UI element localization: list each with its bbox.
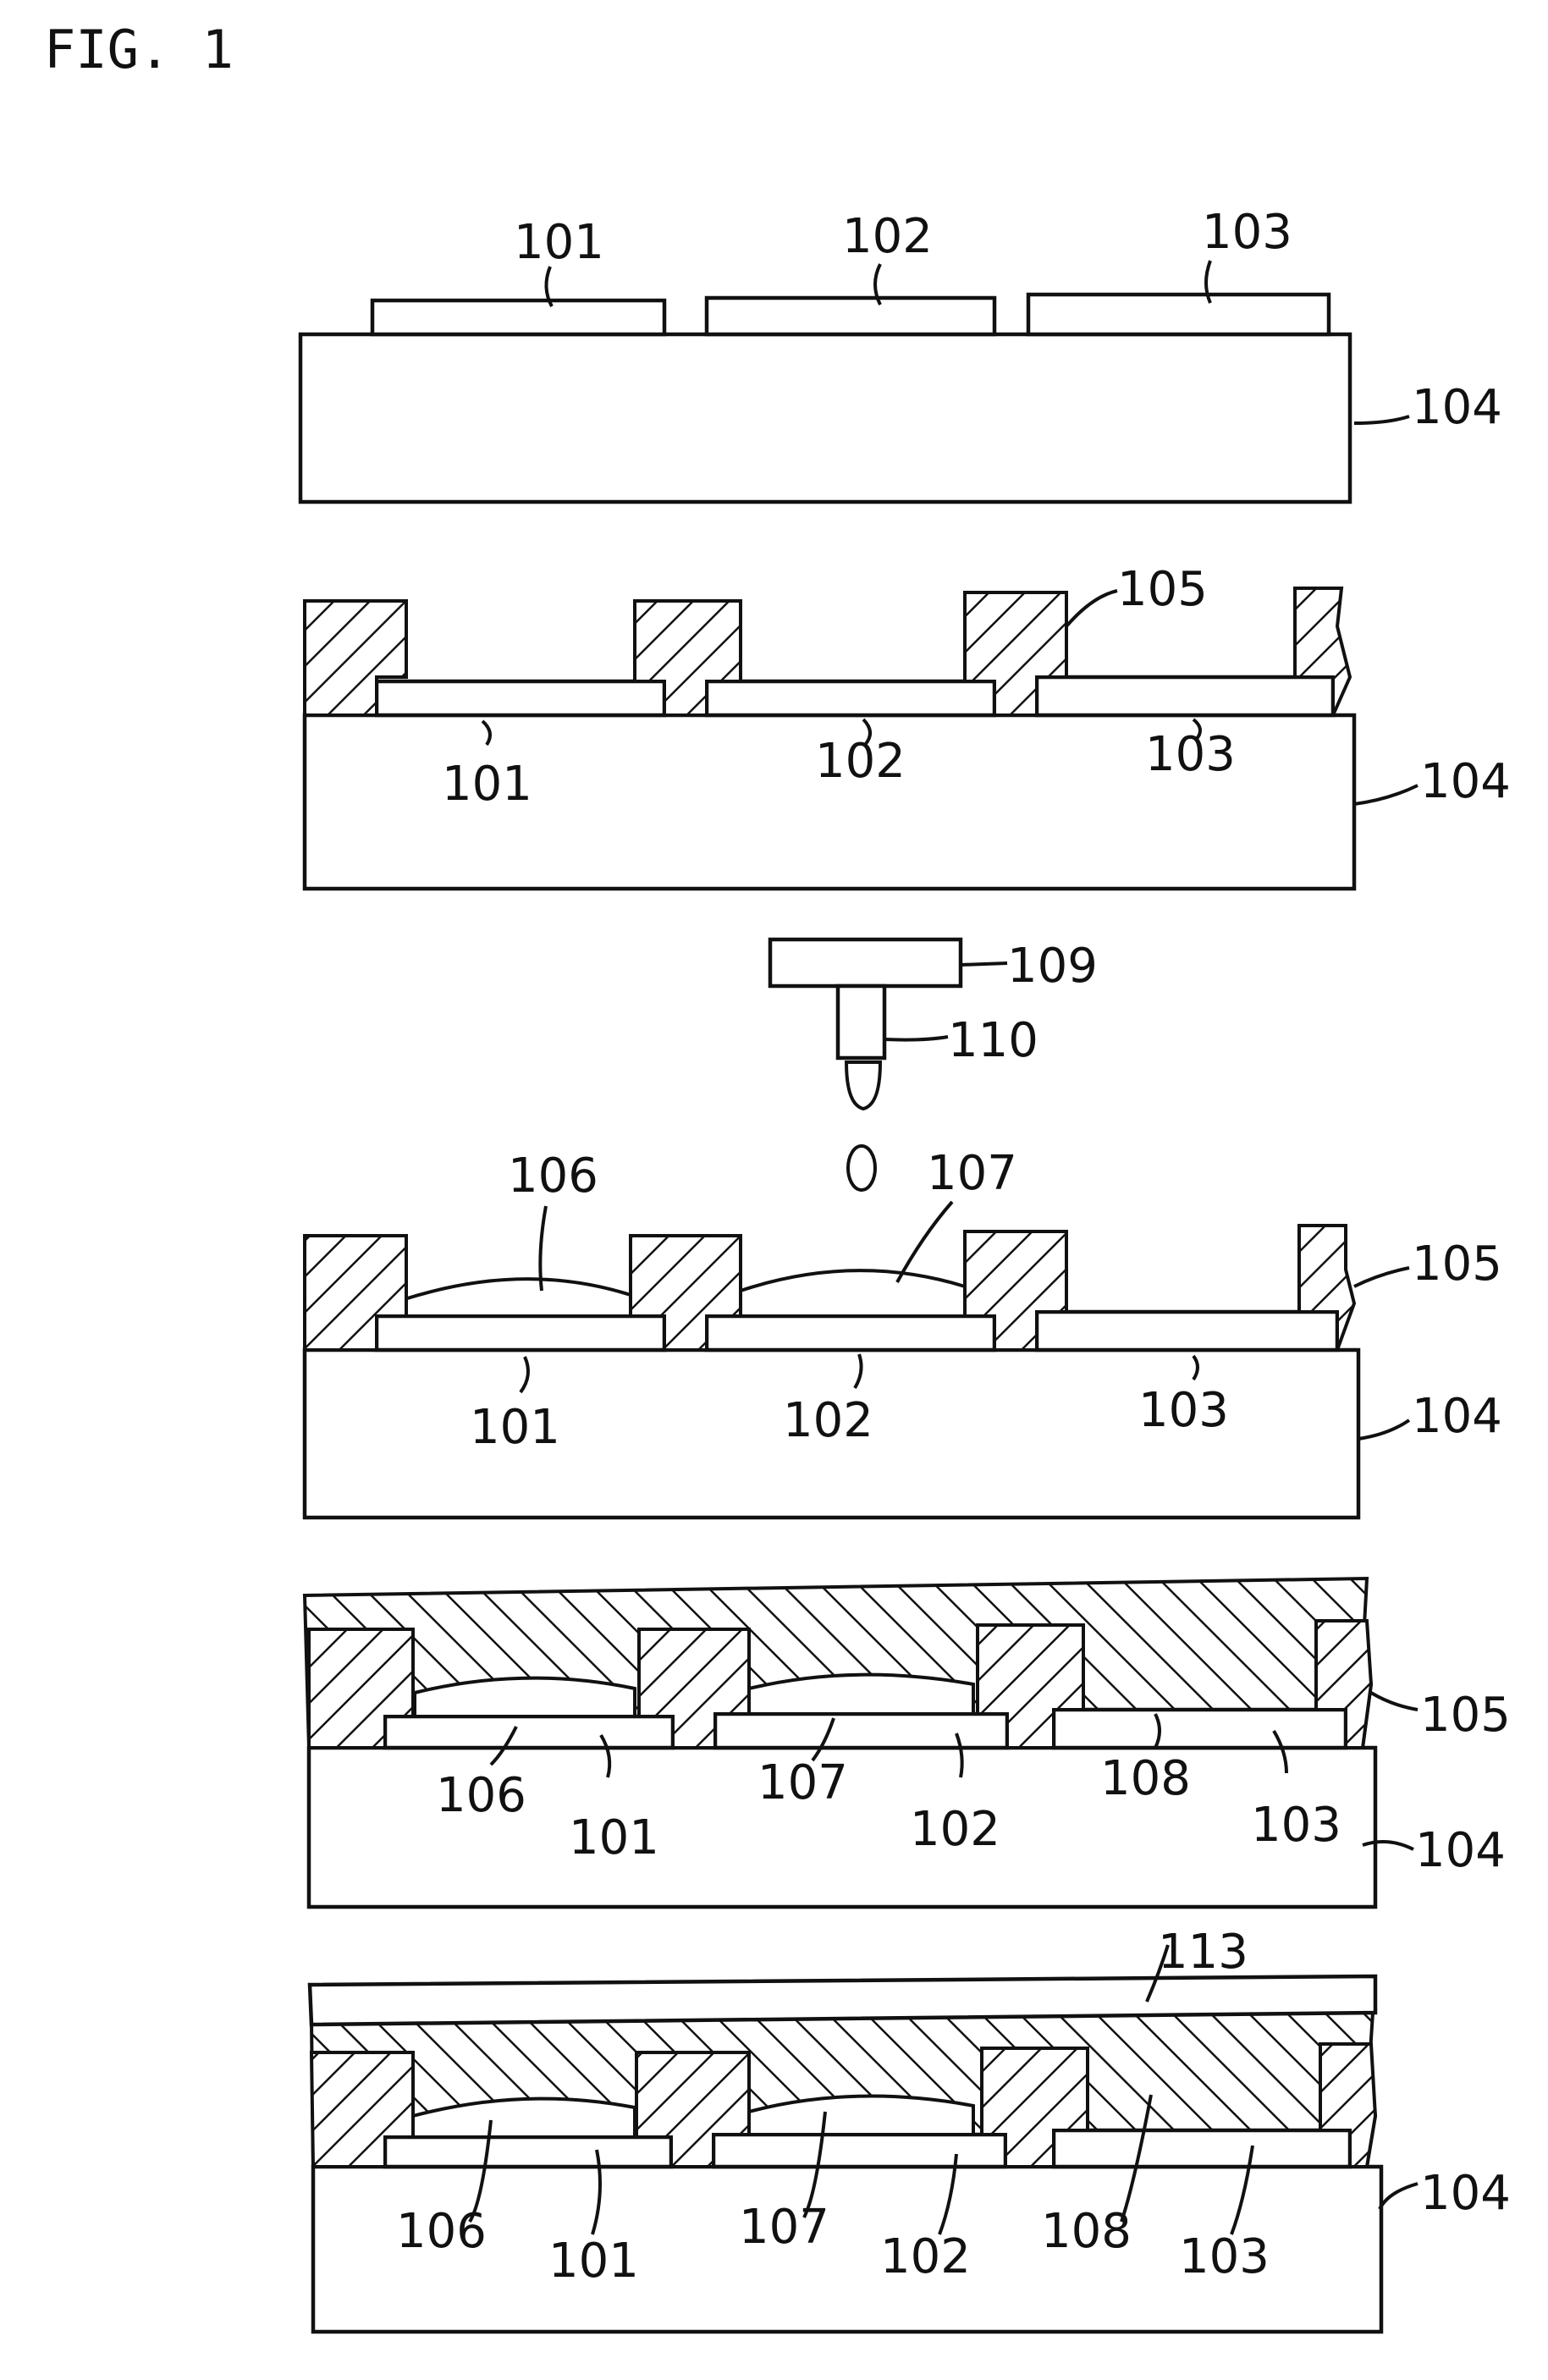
label-110: 110 — [948, 1013, 1038, 1068]
panel-3: 109 110 106 107 105 101 102 103 104 — [305, 939, 1502, 1518]
electrode-103 — [1037, 677, 1333, 715]
label-104: 104 — [1412, 380, 1502, 435]
label-105: 105 — [1117, 562, 1208, 617]
label-101: 101 — [442, 757, 532, 812]
label-103: 103 — [1179, 2229, 1270, 2284]
panel-2: 105 101 102 103 104 — [305, 562, 1511, 889]
electrode-102 — [707, 298, 994, 334]
label-105: 105 — [1420, 1688, 1511, 1743]
label-103: 103 — [1202, 205, 1292, 260]
panel-5: 113 104 106 101 107 102 108 103 — [310, 1925, 1511, 2332]
label-101: 101 — [470, 1400, 560, 1455]
emissive-layer-107 — [749, 1675, 973, 1714]
substrate-104 — [300, 334, 1350, 502]
label-103: 103 — [1138, 1383, 1229, 1438]
label-103: 103 — [1251, 1798, 1341, 1853]
electrode-103 — [1054, 1710, 1346, 1748]
label-104: 104 — [1420, 2166, 1511, 2221]
label-103: 103 — [1145, 727, 1236, 782]
electrode-103 — [1054, 2130, 1350, 2167]
label-106: 106 — [396, 2204, 487, 2259]
label-109: 109 — [1007, 939, 1098, 994]
panel-4: 105 106 101 107 102 108 103 104 — [305, 1578, 1511, 1907]
electrode-101 — [385, 1716, 673, 1748]
label-107: 107 — [739, 2200, 829, 2255]
nozzle-110 — [838, 986, 884, 1058]
label-101: 101 — [569, 1810, 659, 1865]
electrode-102 — [707, 681, 994, 715]
electrode-102 — [707, 1316, 994, 1350]
label-102: 102 — [880, 2229, 971, 2284]
label-106: 106 — [508, 1149, 598, 1204]
label-102: 102 — [815, 734, 906, 789]
droplet — [848, 1146, 875, 1190]
electrode-101 — [385, 2137, 671, 2167]
label-104: 104 — [1420, 754, 1511, 809]
label-107: 107 — [927, 1146, 1017, 1201]
label-105: 105 — [1412, 1237, 1502, 1292]
droplet — [846, 1062, 880, 1109]
electrode-103 — [1028, 295, 1329, 334]
label-106: 106 — [436, 1768, 526, 1823]
electrode-101 — [377, 681, 664, 715]
inkjet-head-109 — [770, 939, 961, 986]
label-113: 113 — [1158, 1925, 1248, 1980]
label-107: 107 — [757, 1755, 848, 1810]
electrode-101 — [372, 300, 664, 334]
electrode-102 — [715, 1714, 1007, 1748]
figure-title: FIG. 1 — [44, 19, 234, 80]
panel-1: 101 102 103 104 — [300, 205, 1502, 502]
emissive-layer-106 — [405, 1279, 631, 1316]
electrode-103 — [1037, 1312, 1337, 1350]
electrode-102 — [713, 2135, 1005, 2167]
label-102: 102 — [783, 1393, 873, 1448]
label-101: 101 — [514, 215, 604, 270]
label-108: 108 — [1100, 1751, 1191, 1806]
emissive-layer-107 — [741, 1270, 965, 1316]
label-101: 101 — [548, 2234, 639, 2289]
label-102: 102 — [842, 209, 933, 264]
label-104: 104 — [1415, 1823, 1506, 1878]
label-108: 108 — [1041, 2204, 1132, 2259]
electrode-101 — [377, 1316, 664, 1350]
label-104: 104 — [1412, 1389, 1502, 1444]
label-102: 102 — [910, 1802, 1000, 1857]
